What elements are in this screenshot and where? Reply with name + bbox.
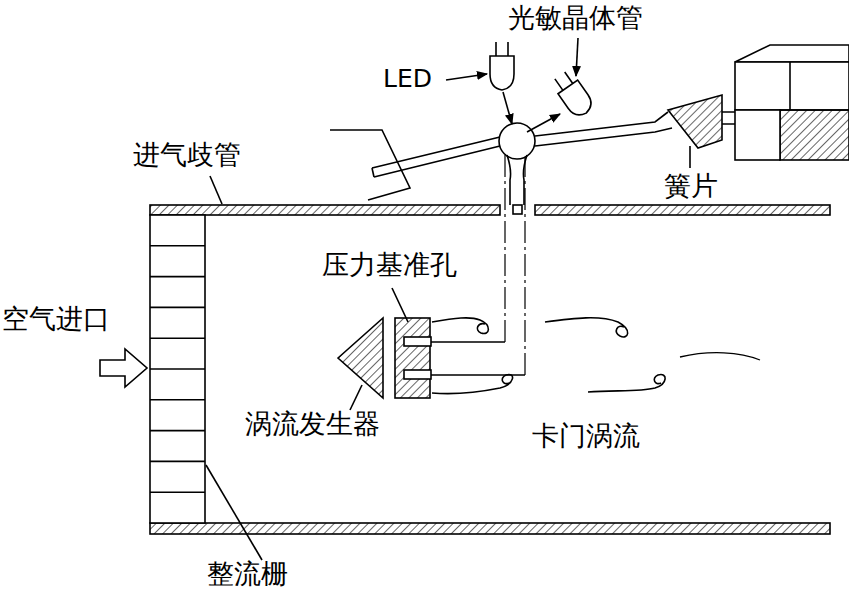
part-label: 整流栅 — [207, 558, 288, 590]
part-label: 涡流发生器 — [245, 408, 380, 440]
illustration-line — [503, 92, 512, 124]
illustration-line — [150, 461, 205, 463]
part-label: 簧片 — [664, 170, 718, 202]
illustration-line — [527, 114, 560, 132]
illustration-g — [150, 246, 205, 492]
illustration-rect — [150, 205, 500, 215]
illustration-line — [150, 307, 205, 309]
illustration-polygon — [668, 95, 722, 148]
illustration-circle — [499, 123, 535, 159]
illustration-path — [372, 137, 500, 177]
illustration-rect — [735, 62, 849, 110]
part-label: 卡门涡流 — [532, 420, 640, 452]
illustration-line — [150, 337, 205, 339]
illustration-path — [507, 155, 527, 205]
illustration-rect — [395, 318, 430, 398]
illustration-g — [550, 69, 596, 120]
illustration-rect — [735, 110, 780, 160]
illustration-line — [392, 288, 408, 322]
illustration-g — [100, 38, 849, 560]
illustration-path — [490, 56, 514, 90]
illustration-rect — [150, 215, 205, 523]
illustration-line — [576, 38, 578, 76]
part-label: LED — [383, 64, 432, 94]
illustration-line — [210, 176, 222, 204]
illustration-path — [432, 318, 488, 334]
illustration-line — [150, 245, 205, 247]
illustration-path — [432, 375, 513, 394]
illustration-line — [350, 385, 362, 410]
illustration-path — [372, 168, 374, 177]
illustration-rect — [535, 205, 830, 215]
illustration-rect — [780, 110, 849, 160]
illustration-line — [150, 399, 205, 401]
illustration-path — [545, 318, 628, 337]
illustration-line — [150, 430, 205, 432]
illustration-polygon — [735, 45, 849, 62]
illustration-line — [446, 74, 487, 80]
illustration-line — [150, 276, 205, 278]
illustration-rect — [404, 337, 431, 346]
illustration-path — [330, 130, 410, 200]
part-label: 空气进口 — [2, 303, 110, 335]
illustration-line — [206, 465, 262, 560]
part-label: 光敏晶体管 — [508, 2, 643, 34]
part-label: 压力基准孔 — [322, 249, 457, 281]
illustration-line — [150, 368, 205, 370]
illustration-rect — [404, 370, 431, 379]
illustration-line — [150, 491, 205, 493]
illustration-rect — [150, 523, 830, 534]
part-label: 进气歧管 — [133, 139, 241, 171]
illustration-path — [431, 342, 525, 375]
illustration-path — [588, 375, 665, 392]
illustration-line — [689, 146, 691, 168]
illustration-polygon — [100, 349, 147, 387]
illustration-polygon — [338, 318, 383, 398]
illustration-path — [558, 80, 596, 120]
illustration-path — [555, 72, 573, 90]
illustration-rect — [513, 205, 522, 214]
illustration-path — [496, 42, 508, 56]
illustration-path — [680, 353, 760, 360]
illustration-path — [789, 62, 791, 110]
illustration-path — [505, 150, 525, 375]
